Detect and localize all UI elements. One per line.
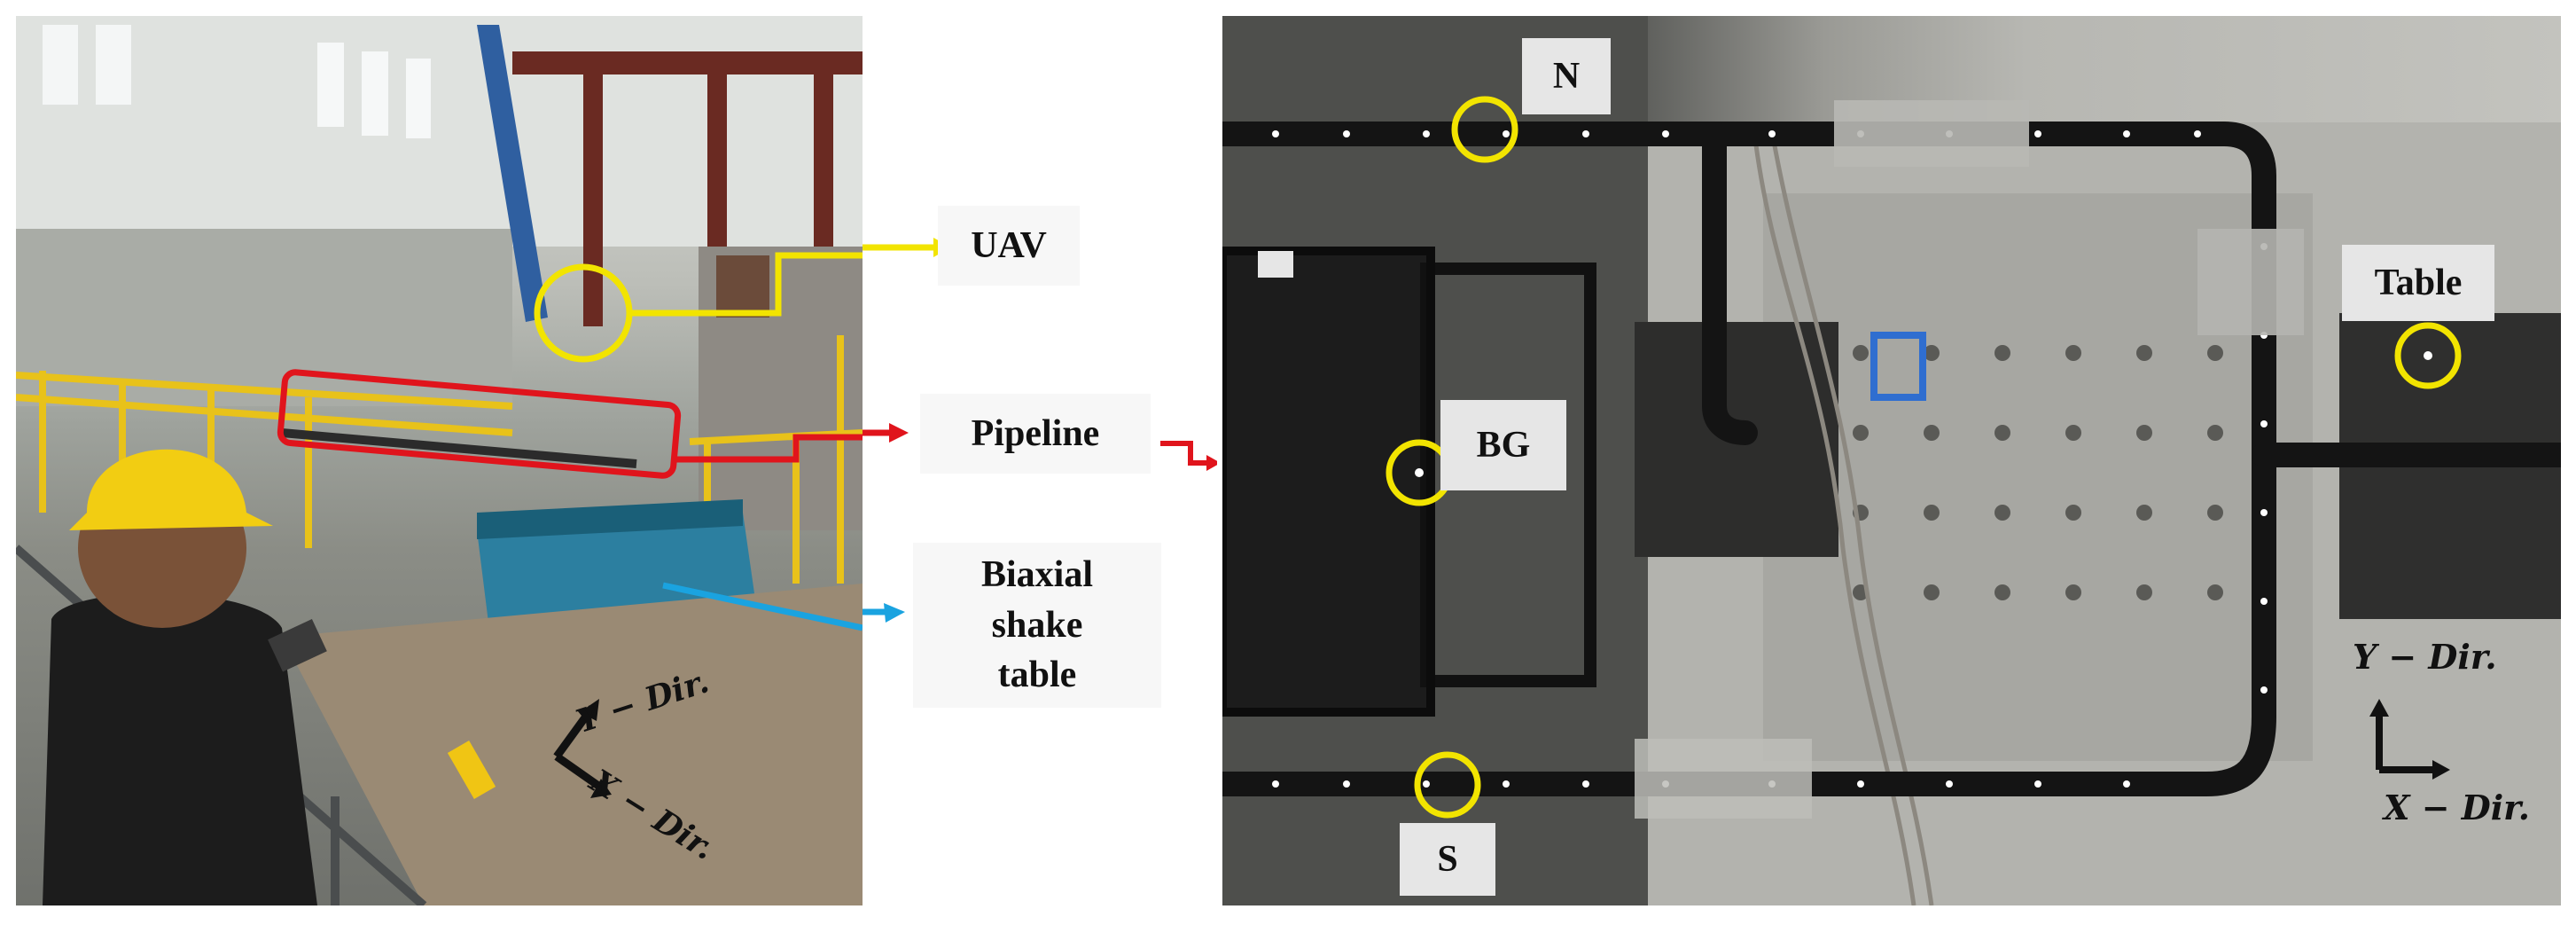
left-axis-arrows bbox=[553, 705, 604, 791]
transition-arrowhead bbox=[1206, 455, 1217, 471]
pipeline-callout-label: Pipeline bbox=[920, 394, 1151, 474]
sensor-n-circle bbox=[1451, 96, 1518, 163]
aerial-photo: N BG S Table Y − Dir. X − Dir. bbox=[1222, 16, 2561, 905]
pipeline-path bbox=[1222, 122, 2561, 796]
table-arrowhead bbox=[884, 603, 905, 623]
aerial-scene-illustration bbox=[1222, 16, 2561, 905]
right-y-dir-label: Y − Dir. bbox=[2353, 637, 2497, 677]
lab-photo: Y − Dir. X − Dir. bbox=[16, 16, 863, 905]
sensor-table-circle bbox=[2394, 322, 2462, 389]
shake-table-label-line3: table bbox=[997, 655, 1077, 696]
south-sensor-label: S bbox=[1400, 823, 1495, 896]
sensor-s-circle bbox=[1414, 751, 1481, 819]
pipeline-marker-box bbox=[277, 369, 682, 479]
pipeline-connector bbox=[676, 434, 863, 463]
uav-connector bbox=[629, 252, 863, 317]
uav-callout-label: UAV bbox=[938, 206, 1080, 286]
lab-scene-illustration bbox=[16, 16, 863, 905]
left-annotations bbox=[277, 252, 863, 798]
bg-sensor-label: BG bbox=[1440, 400, 1566, 490]
shake-table-label-line2: shake bbox=[991, 604, 1083, 646]
right-x-dir-label: X − Dir. bbox=[2384, 788, 2530, 827]
north-sensor-label: N bbox=[1522, 38, 1611, 114]
uav-marker-circle bbox=[534, 263, 633, 363]
shake-table-label-line1: Biaxial bbox=[980, 554, 1094, 595]
pipeline-arrowhead bbox=[889, 423, 909, 443]
transition-arrow-line bbox=[1160, 441, 1210, 466]
shake-table-callout-label: Biaxial shake table bbox=[913, 543, 1161, 709]
table-sensor-label: Table bbox=[2342, 245, 2494, 321]
right-axis-arrows bbox=[2376, 712, 2437, 773]
table-connector bbox=[662, 582, 863, 631]
